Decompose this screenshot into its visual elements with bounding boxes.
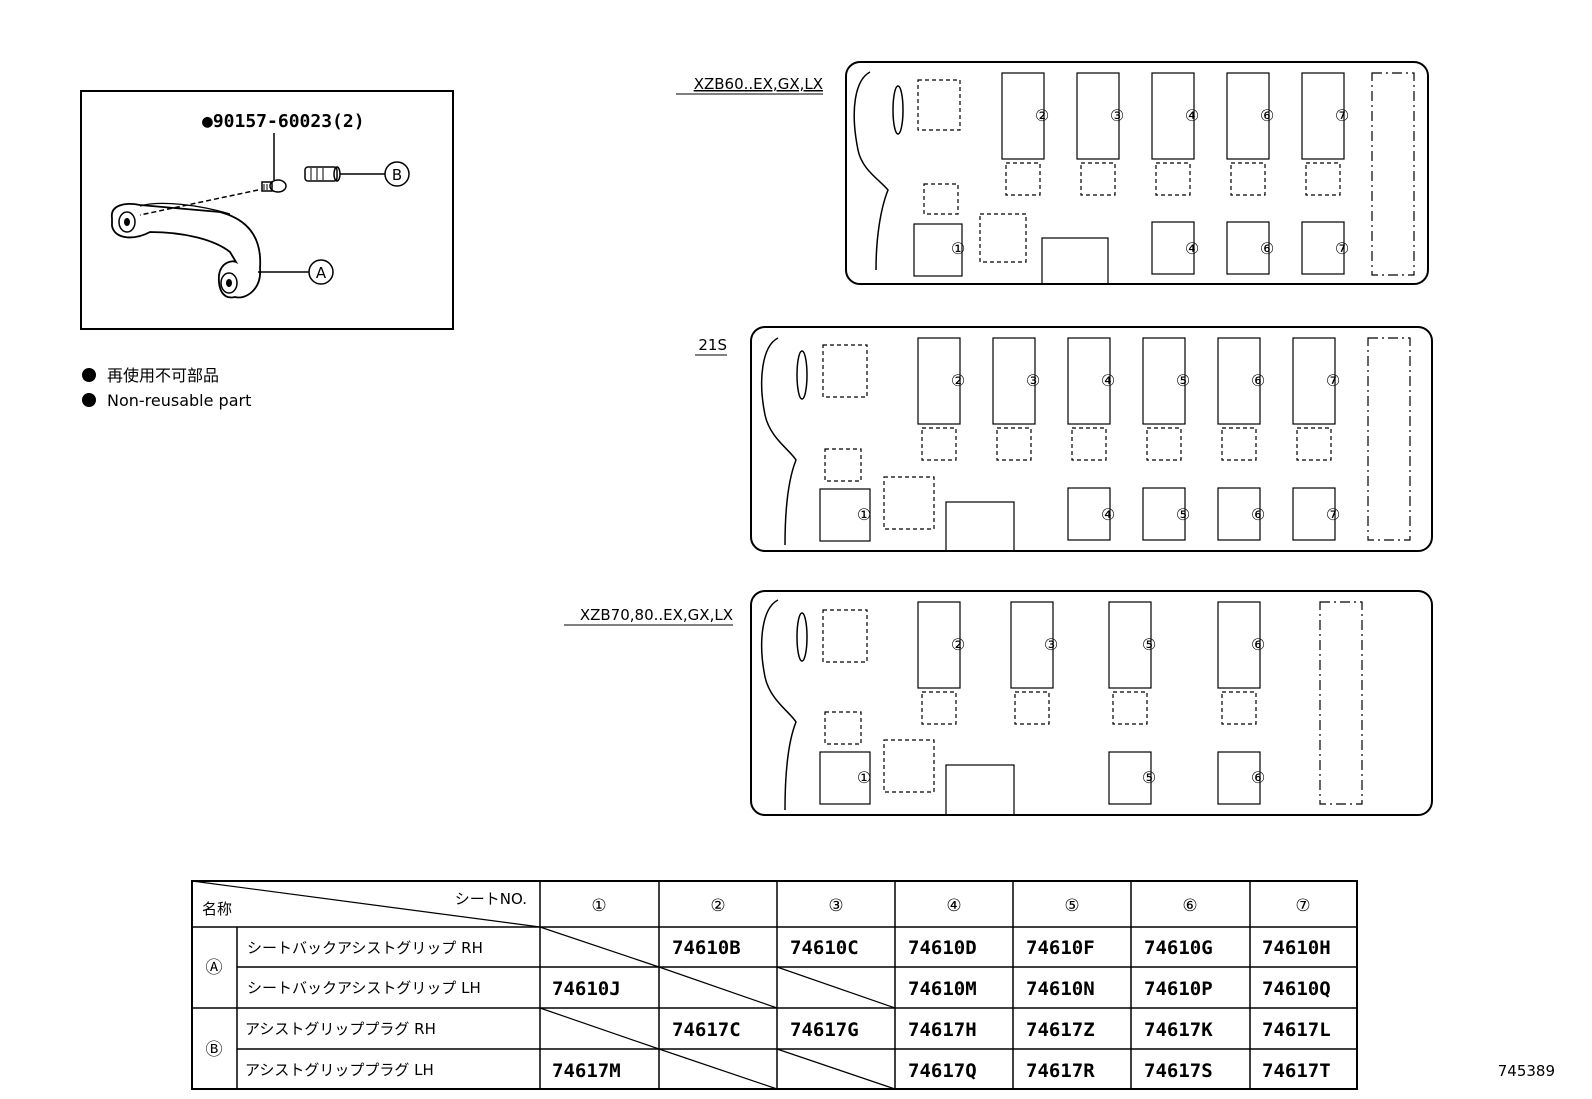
layout-title: XZB70,80..EX,GX,LX <box>580 606 733 624</box>
assist-grip-icon <box>111 202 262 299</box>
layout-title: 21S <box>698 336 727 354</box>
seat-number: ⑥ <box>1251 635 1265 654</box>
part-code-cell: 74617H <box>908 1019 977 1041</box>
part-code-cell: 74617G <box>790 1019 859 1041</box>
seat-number: ⑥ <box>1251 768 1265 787</box>
table-row-name: シートバックアシストグリップ RH <box>247 939 483 957</box>
part-code-cell: 74610H <box>1262 937 1331 959</box>
fastener-callout: ●90157-60023(2) <box>202 111 365 132</box>
table-row-name: アシストグリッププラグ RH <box>245 1020 436 1038</box>
table-row-name: アシストグリッププラグ LH <box>245 1061 434 1079</box>
part-detail-frame <box>80 90 454 330</box>
seat-number: ③ <box>1044 635 1058 654</box>
seat-number: ① <box>857 768 871 787</box>
part-detail: ●90157-60023(2) B <box>80 90 454 330</box>
parts-table <box>191 880 1358 1090</box>
layout-21s: 21S ② ③ ④ ⑤ ⑥ ⑦ ① ④ ⑤ ⑥ ⑦ <box>695 326 1433 552</box>
part-code-cell: 74617R <box>1026 1060 1095 1082</box>
layout-title: XZB60..EX,GX,LX <box>694 75 823 93</box>
part-code-cell: 74610P <box>1144 978 1213 1000</box>
seat-header: ⑦ <box>1295 896 1310 916</box>
seat-number: ④ <box>1101 371 1115 390</box>
seat-number: ⑦ <box>1335 106 1349 125</box>
figure-number: 745389 <box>1498 1062 1555 1080</box>
callout-a-circle <box>308 259 334 285</box>
seat-number: ⑥ <box>1251 505 1265 524</box>
seat-number: ⑦ <box>1335 239 1349 258</box>
seat-number: ⑤ <box>1176 371 1190 390</box>
seat-number: ① <box>857 505 871 524</box>
plug-icon <box>304 166 341 182</box>
part-code-cell: 74617Z <box>1026 1019 1095 1041</box>
part-code-cell: 74617L <box>1262 1019 1331 1041</box>
callout-a-label: A <box>316 264 327 282</box>
seat-header: ② <box>710 896 725 916</box>
seat-number: ⑤ <box>1142 635 1156 654</box>
seat-header: ③ <box>828 896 843 916</box>
vehicle-outline <box>750 590 1433 816</box>
seat-number: ④ <box>1101 505 1115 524</box>
seat-number: ② <box>951 635 965 654</box>
seat-number: ⑦ <box>1326 371 1340 390</box>
part-code-cell: 74610F <box>1026 937 1095 959</box>
part-code-cell: 74617M <box>552 1060 621 1082</box>
seat-number: ⑦ <box>1326 505 1340 524</box>
callout-b-circle <box>384 161 410 187</box>
legend-jp: 再使用不可部品 <box>107 366 219 385</box>
seat-number: ② <box>1035 106 1049 125</box>
table-corner-seat-no: シートNO. <box>455 890 527 908</box>
seat-header: ⑥ <box>1182 896 1197 916</box>
part-code-cell: 74617K <box>1144 1019 1213 1041</box>
seat-header: ④ <box>946 896 961 916</box>
group-marker-a: Ⓐ <box>206 958 223 978</box>
part-code-cell: 74610D <box>908 937 977 959</box>
seat-number: ③ <box>1110 106 1124 125</box>
legend-bullet-icon <box>82 393 96 407</box>
table-row-name: シートバックアシストグリップ LH <box>247 979 481 997</box>
screw-icon <box>261 179 287 193</box>
legend-bullet-icon <box>82 368 96 382</box>
part-code-cell: 74610M <box>908 978 977 1000</box>
part-code-cell: 74610G <box>1144 937 1213 959</box>
part-code-cell: 74610C <box>790 937 859 959</box>
legend: 再使用不可部品 Non-reusable part <box>82 366 251 410</box>
part-code-cell: 74610Q <box>1262 978 1331 1000</box>
vehicle-outline <box>845 61 1429 285</box>
seat-number: ⑤ <box>1176 505 1190 524</box>
vehicle-outline <box>750 326 1433 552</box>
parts-table-text: シートNO. 名称 ① ② ③ ④ ⑤ ⑥ ⑦ Ⓐ Ⓑ シートバックアシストグリ… <box>202 890 1331 1082</box>
seat-number: ⑤ <box>1142 768 1156 787</box>
seat-number: ② <box>951 371 965 390</box>
legend-en: Non-reusable part <box>107 391 251 410</box>
seat-number: ③ <box>1026 371 1040 390</box>
group-marker-b: Ⓑ <box>206 1040 223 1060</box>
part-code-cell: 74617C <box>672 1019 741 1041</box>
part-code-cell: 74617S <box>1144 1060 1213 1082</box>
seat-number: ① <box>951 239 965 258</box>
part-code-cell: 74617Q <box>908 1060 977 1082</box>
seat-header: ① <box>591 896 606 916</box>
part-code-cell: 74617T <box>1262 1060 1331 1082</box>
table-corner-name: 名称 <box>202 900 232 918</box>
seat-number: ⑥ <box>1260 106 1274 125</box>
seat-header: ⑤ <box>1064 896 1079 916</box>
seat-number: ⑥ <box>1251 371 1265 390</box>
part-code-cell: 74610J <box>552 978 621 1000</box>
part-code-cell: 74610N <box>1026 978 1095 1000</box>
layout-xzb70-80: XZB70,80..EX,GX,LX ② ③ ⑤ ⑥ ① ⑤ ⑥ <box>564 590 1433 816</box>
layout-xzb60: XZB60..EX,GX,LX ② ③ ④ ⑥ ⑦ ① ④ ⑥ ⑦ <box>676 61 1429 285</box>
seat-number: ④ <box>1185 106 1199 125</box>
part-code-cell: 74610B <box>672 937 741 959</box>
callout-b-label: B <box>392 166 402 184</box>
seat-number: ⑥ <box>1260 239 1274 258</box>
seat-number: ④ <box>1185 239 1199 258</box>
